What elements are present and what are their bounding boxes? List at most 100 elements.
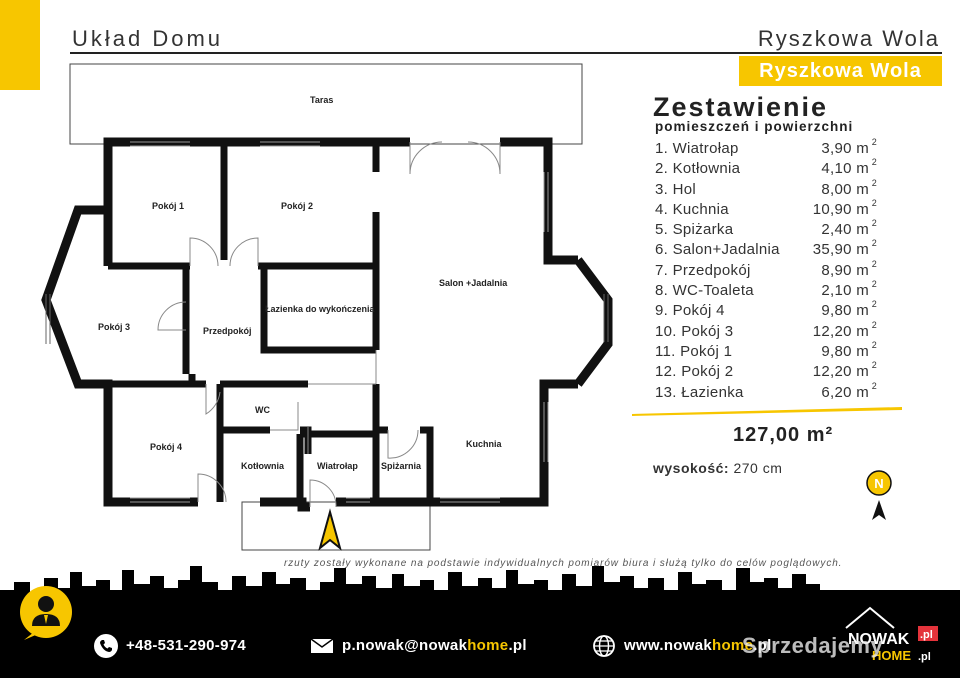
room-name: 9. Pokój 4 — [655, 302, 725, 320]
header-city: Ryszkowa Wola — [757, 26, 940, 51]
room-name: 8. WC-Toaleta — [655, 282, 754, 300]
email-part-a: p.nowak@nowak — [342, 637, 468, 654]
room-name: 11. Pokój 1 — [655, 342, 733, 360]
watermark: Sprzedajemy — [742, 633, 884, 658]
room-name: 3. Hol — [655, 180, 696, 198]
room-label-wiatrolap: Wiatrołap — [317, 461, 358, 471]
room-area: 12,20 m — [812, 363, 869, 381]
email-address: p.nowak@nowakhome.pl — [342, 637, 527, 654]
room-label-przedpokoj: Przedpokój — [203, 326, 252, 336]
room-area: 3,90 m — [821, 140, 869, 157]
web-part-b: home — [712, 637, 754, 654]
room-label-salon: Salon +Jadalnia — [439, 278, 508, 288]
room-name: 12. Pokój 2 — [655, 363, 734, 381]
room-label-kotlownia: Kotłownia — [241, 461, 284, 471]
room-area: 12,20 m — [812, 322, 869, 340]
door-swings — [157, 141, 501, 508]
entrance-arrow — [318, 508, 342, 551]
room-area: 9,80 m — [821, 302, 869, 320]
room-label-pokoj3: Pokój 3 — [98, 322, 131, 332]
logo-bottom-text: HOME — [872, 648, 911, 663]
room-label-pokoj1: Pokój 1 — [152, 201, 185, 211]
room-label-wc: WC — [255, 405, 270, 415]
agent-avatar-icon — [20, 586, 72, 640]
area-unit-superscript: 2 — [871, 197, 877, 208]
email-part-c: .pl — [508, 637, 527, 654]
floor-plan-drawing — [41, 63, 613, 551]
summary-title: Zestawienie — [653, 92, 829, 122]
area-unit-superscript: 2 — [871, 299, 877, 310]
room-area: 9,80 m — [821, 342, 869, 360]
logo-top-text: NOWAK — [848, 631, 910, 648]
nowak-home-logo: NOWAK .pl HOME .pl — [845, 606, 938, 663]
room-name: 13. Łazienka — [655, 383, 744, 401]
height-value: 270 cm — [733, 460, 783, 476]
disclaimer: rzuty zostały wykonane na podstawie indy… — [284, 558, 843, 569]
web-part-a: www.nowak — [624, 637, 712, 654]
area-unit-superscript: 2 — [871, 157, 877, 168]
room-name: 5. Spiżarka — [655, 221, 734, 239]
website-url: www.nowakhome.pl — [624, 637, 772, 654]
web-part-c: .pl — [753, 637, 772, 654]
room-name: 7. Przedpokój — [655, 261, 751, 279]
summary-subtitle: pomieszczeń i powierzchni — [655, 119, 854, 134]
north-letter: N — [874, 476, 883, 491]
area-unit-superscript: 2 — [871, 137, 877, 147]
room-area: 4,10 m — [821, 160, 869, 178]
room-area: 2,10 m — [821, 282, 869, 300]
logo-top-pl: .pl — [920, 629, 933, 641]
envelope-icon — [310, 638, 334, 653]
header-divider — [70, 52, 942, 54]
room-area: 6,20 m — [821, 383, 869, 401]
room-area: 8,00 m — [821, 180, 869, 198]
accent-bar — [0, 0, 40, 90]
phone-icon — [94, 634, 118, 658]
area-unit-superscript: 2 — [871, 218, 877, 229]
room-name: 1. Wiatrołap — [655, 140, 739, 157]
phone-number: +48-531-290-974 — [126, 637, 247, 654]
room-label-spizarnia: Spiżarnia — [381, 461, 422, 471]
room-name: 2. Kotłownia — [655, 160, 741, 178]
area-unit-superscript: 2 — [871, 258, 877, 269]
wall-windows — [130, 141, 549, 503]
height-label: wysokość: — [653, 460, 730, 476]
exterior-walls — [41, 137, 613, 512]
area-unit-superscript: 2 — [871, 319, 877, 330]
room-area: 2,40 m — [821, 221, 869, 239]
page-title: Układ Domu — [72, 26, 224, 51]
room-label-pokoj2: Pokój 2 — [281, 201, 314, 211]
ceiling-height: wysokość: 270 cm — [653, 460, 782, 476]
floor-plan: Taras Pokój 1 Pokój 2 Pokój 3 Pokój 4 Sa… — [30, 62, 620, 554]
interior-walls — [108, 142, 434, 502]
room-name: 10. Pokój 3 — [655, 322, 734, 340]
room-label-kuchnia: Kuchnia — [466, 439, 502, 449]
room-area: 35,90 m — [812, 241, 869, 259]
city-skyline — [0, 566, 960, 630]
email-part-b: home — [467, 637, 509, 654]
room-area: 8,90 m — [821, 261, 869, 279]
room-area: 10,90 m — [812, 200, 869, 218]
logo-bottom-pl: .pl — [918, 651, 931, 663]
area-unit-superscript: 2 — [871, 177, 877, 188]
total-area: 127,00 m² — [733, 424, 834, 446]
city-badge: Ryszkowa Wola — [739, 56, 942, 86]
rooms-divider — [632, 407, 902, 416]
area-unit-superscript: 2 — [871, 360, 877, 371]
bay-windows — [45, 294, 609, 344]
footer-bar — [0, 620, 960, 678]
room-label-pokoj4: Pokój 4 — [150, 442, 183, 452]
room-name: 4. Kuchnia — [655, 200, 729, 218]
area-unit-superscript: 2 — [871, 279, 877, 290]
area-unit-superscript: 2 — [871, 339, 877, 350]
